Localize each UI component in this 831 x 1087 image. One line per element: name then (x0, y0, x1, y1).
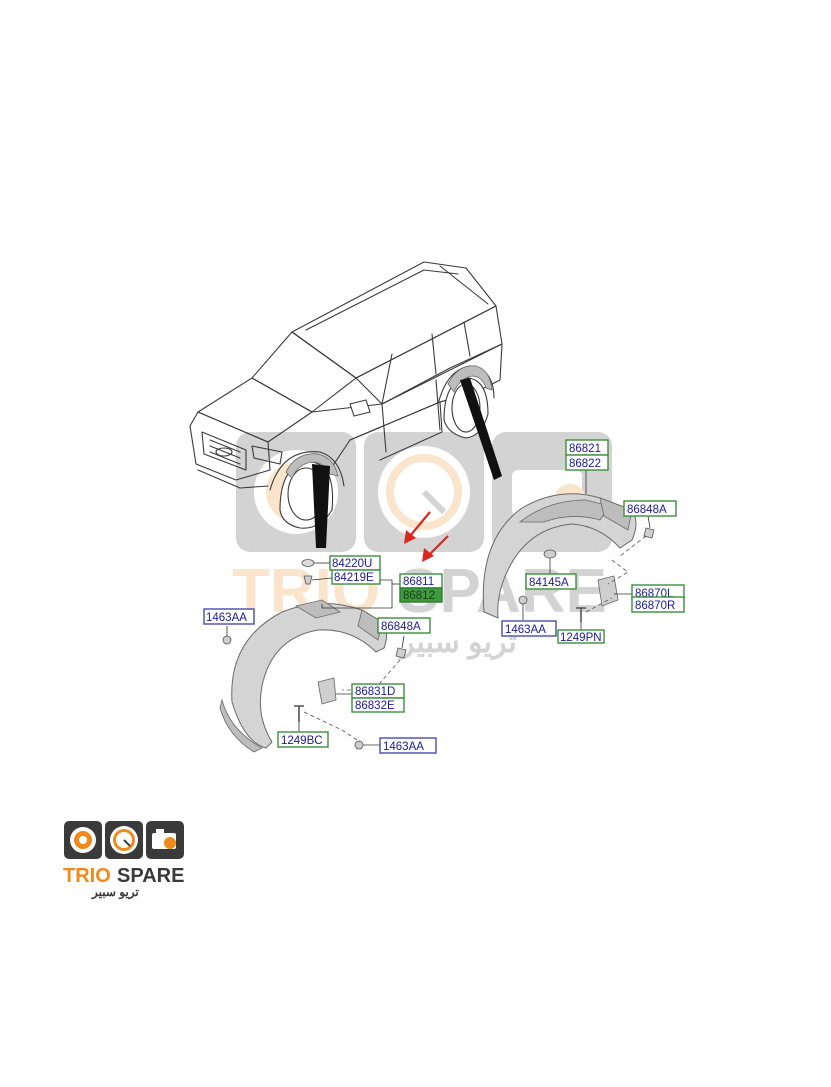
label-84219e: 84219E (331, 569, 381, 585)
red-arrow-2 (427, 535, 449, 557)
svg-text:1463AA: 1463AA (383, 741, 424, 753)
svg-text:86821: 86821 (569, 443, 601, 455)
rear-screw-1249pn (576, 607, 586, 622)
svg-text:86848A: 86848A (627, 504, 667, 516)
svg-text:86848A: 86848A (381, 621, 421, 633)
label-86821: 86821 (565, 439, 609, 456)
svg-text:84145A: 84145A (529, 577, 569, 589)
front-clip-84219e (303, 575, 313, 585)
red-arrow-1 (409, 511, 431, 537)
label-86811: 86811 (399, 573, 443, 589)
highlight-arrows (404, 511, 449, 562)
rear-mud-flap (597, 575, 619, 607)
svg-text:84219E: 84219E (334, 572, 374, 584)
label-86812-highlighted: 86812 (399, 587, 443, 603)
front-screw-1249bc (294, 705, 304, 722)
svg-text:86812: 86812 (403, 590, 435, 602)
brand-logo: TRIO SPARE تريو سبير (63, 821, 184, 900)
label-1463aa-rear: 1463AA (501, 620, 557, 637)
label-84220u: 84220U (329, 555, 381, 571)
label-1463aa-front-top: 1463AA (203, 608, 255, 625)
svg-text:86870R: 86870R (635, 600, 675, 612)
label-86832e: 86832E (351, 697, 405, 713)
part-labels: 86821 86822 86848A 84145A 86870L 86870R … (203, 439, 685, 754)
front-wheel-liner-group (219, 559, 407, 753)
front-screw-1463aa-top (222, 635, 232, 645)
label-1249bc: 1249BC (277, 731, 329, 748)
label-86848a-rear: 86848A (623, 500, 677, 517)
rear-screw-1463aa (518, 595, 528, 605)
front-clip-86848a (395, 647, 407, 659)
svg-text:1249PN: 1249PN (560, 632, 602, 644)
rear-wheel-liner (482, 493, 637, 619)
svg-text:86822: 86822 (569, 458, 601, 470)
front-wheel-liner (231, 603, 388, 749)
watermark-speedometer-icon (364, 432, 484, 552)
label-1249pn: 1249PN (557, 629, 605, 644)
svg-text:86831D: 86831D (355, 686, 395, 698)
label-84145a: 84145A (525, 573, 577, 590)
svg-text:86811: 86811 (403, 576, 434, 588)
label-86848a-front: 86848A (377, 617, 431, 634)
label-1463aa-front-bottom: 1463AA (379, 737, 437, 754)
label-86831d: 86831D (351, 683, 405, 699)
rear-clip-84145a (543, 549, 557, 559)
front-screw-1463aa-bottom (354, 740, 364, 750)
svg-text:86832E: 86832E (355, 700, 395, 712)
label-86822: 86822 (565, 454, 609, 471)
svg-text:1249BC: 1249BC (281, 735, 323, 747)
label-86870r: 86870R (631, 596, 685, 613)
front-mud-flap (317, 677, 337, 705)
svg-text:1463AA: 1463AA (505, 624, 546, 636)
svg-text:1463AA: 1463AA (206, 612, 247, 624)
svg-text:84220U: 84220U (332, 558, 372, 570)
vehicle-illustration (189, 261, 503, 548)
front-clip-84220u (301, 559, 315, 567)
rear-clip-86848a (643, 527, 655, 539)
logo-brand-secondary: SPARE (117, 865, 184, 887)
logo-brand-primary: TRIO (63, 865, 111, 887)
rear-wheel-liner-group (482, 470, 655, 630)
logo-arabic: تريو سبير (91, 885, 139, 900)
